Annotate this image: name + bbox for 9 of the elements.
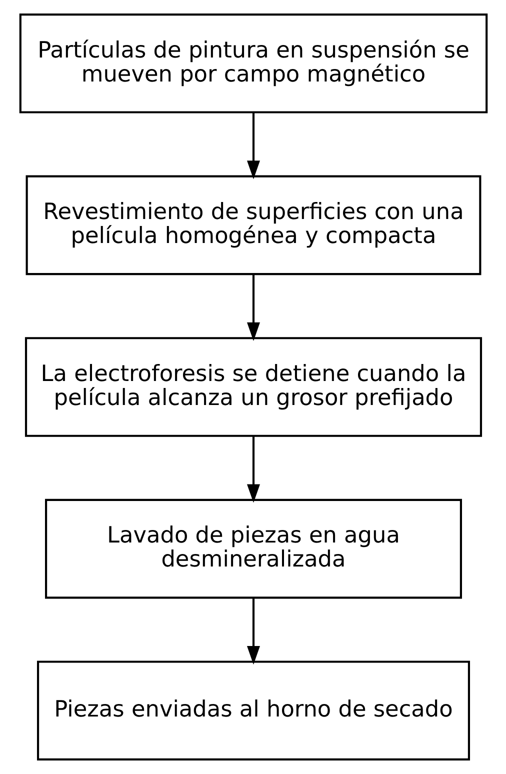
- arrow: [246, 112, 260, 180]
- node-box: Piezas enviadas al horno de secado: [36, 660, 470, 760]
- arrow: [246, 598, 260, 665]
- node-box: Partículas de pintura en suspensión se mueven por campo magnético: [18, 14, 488, 114]
- arrow: [246, 436, 260, 503]
- node-box: La electroforesis se detiene cuando la película alcanza un grosor prefijado: [24, 337, 482, 437]
- node-box: Lavado de piezas en agua desmineralizada: [44, 498, 462, 599]
- node-box: Revestimiento de superficies con una película homogénea y compacta: [25, 175, 481, 276]
- arrow: [246, 274, 260, 341]
